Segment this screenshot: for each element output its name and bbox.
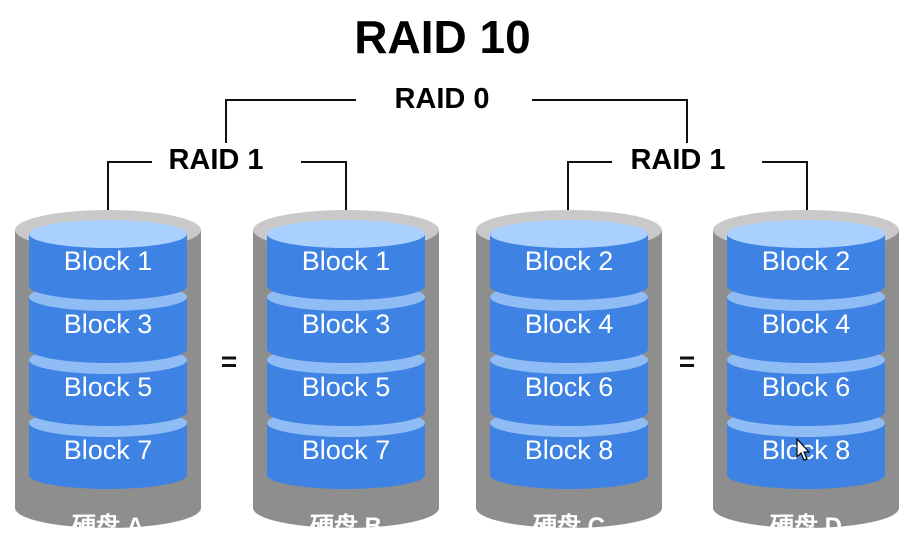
block-body [29,297,187,363]
block-top [29,220,187,248]
block-label: Block 4 [761,309,851,339]
raid1-right-line-c [567,161,612,163]
block-body [727,360,885,426]
block-body [727,234,885,300]
block-label: Block 1 [301,246,391,276]
block-label: Block 6 [524,372,614,402]
disk-cylinder-graphic [253,210,439,528]
raid1-right-line-d [762,161,807,163]
block-label: Block 2 [761,246,851,276]
equals-sign-cd: = [678,346,696,377]
raid0-line-right [532,99,688,101]
disk-b: Block 1 Block 3 Block 5 Block 7 硬盘 B [253,208,439,540]
block-label: Block 7 [301,435,391,465]
block-label: Block 7 [63,435,153,465]
block-label: Block 8 [524,435,614,465]
block-body [490,423,648,489]
raid0-line-right-drop [686,99,688,143]
disk-cylinder-graphic [476,210,662,528]
block-label: Block 6 [761,372,851,402]
disk-a: Block 1 Block 3 Block 5 Block 7 硬盘 A [15,208,201,540]
disk-cylinder-graphic [15,210,201,528]
block-label: Block 4 [524,309,614,339]
raid0-label: RAID 0 [394,83,490,115]
raid1-label-left: RAID 1 [168,144,264,176]
block-label: Block 3 [301,309,391,339]
block-top [267,220,425,248]
block-top [490,220,648,248]
block-body [490,360,648,426]
disk-cylinder-graphic [713,210,899,528]
raid1-right-drop-d [806,161,808,232]
block-body [490,297,648,363]
block-body [267,423,425,489]
block-label: Block 5 [63,372,153,402]
disk-label: 硬盘 D [770,513,842,540]
block-body [727,297,885,363]
block-top [727,220,885,248]
block-body [267,234,425,300]
block-label: Block 1 [63,246,153,276]
disk-label: 硬盘 A [72,513,144,540]
raid1-label-right: RAID 1 [630,144,726,176]
block-body [267,297,425,363]
raid1-left-drop-a [107,161,109,232]
raid0-line-left [225,99,356,101]
raid1-left-line-a [107,161,152,163]
block-label: Block 2 [524,246,614,276]
disk-label: 硬盘 B [310,513,382,540]
block-label: Block 3 [63,309,153,339]
block-body [490,234,648,300]
block-body [267,360,425,426]
disk-label: 硬盘 C [533,513,605,540]
mouse-cursor-icon [796,438,811,461]
equals-sign-ab: = [220,346,238,377]
raid1-right-drop-c [567,161,569,232]
diagram-title: RAID 10 [354,11,531,63]
raid1-left-line-b [301,161,346,163]
raid1-left-drop-b [345,161,347,232]
disk-c: Block 2 Block 4 Block 6 Block 8 硬盘 C [476,208,662,540]
block-body [29,234,187,300]
block-body [29,423,187,489]
raid0-line-left-drop [225,99,227,143]
block-label: Block 5 [301,372,391,402]
block-body [29,360,187,426]
